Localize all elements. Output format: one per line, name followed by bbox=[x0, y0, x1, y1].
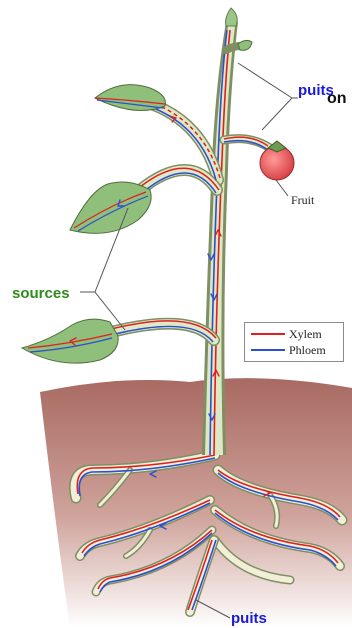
fruit-label: Fruit bbox=[291, 193, 314, 208]
legend-xylem-swatch bbox=[251, 333, 285, 335]
leaf-bud bbox=[238, 40, 252, 50]
puits-top-label: puits bbox=[298, 82, 334, 99]
puits-bottom-label: puits bbox=[231, 610, 267, 627]
legend-item-phloem: Phloem bbox=[251, 343, 341, 357]
puits-leader-line bbox=[238, 63, 298, 130]
legend-phloem-swatch bbox=[251, 349, 285, 351]
legend-xylem-label: Xylem bbox=[289, 327, 322, 341]
fruit-leader-line bbox=[276, 180, 288, 196]
legend-phloem-label: Phloem bbox=[289, 343, 326, 357]
legend: Xylem Phloem bbox=[244, 322, 344, 362]
legend-item-xylem: Xylem bbox=[251, 327, 341, 341]
sources-label: sources bbox=[12, 285, 70, 302]
